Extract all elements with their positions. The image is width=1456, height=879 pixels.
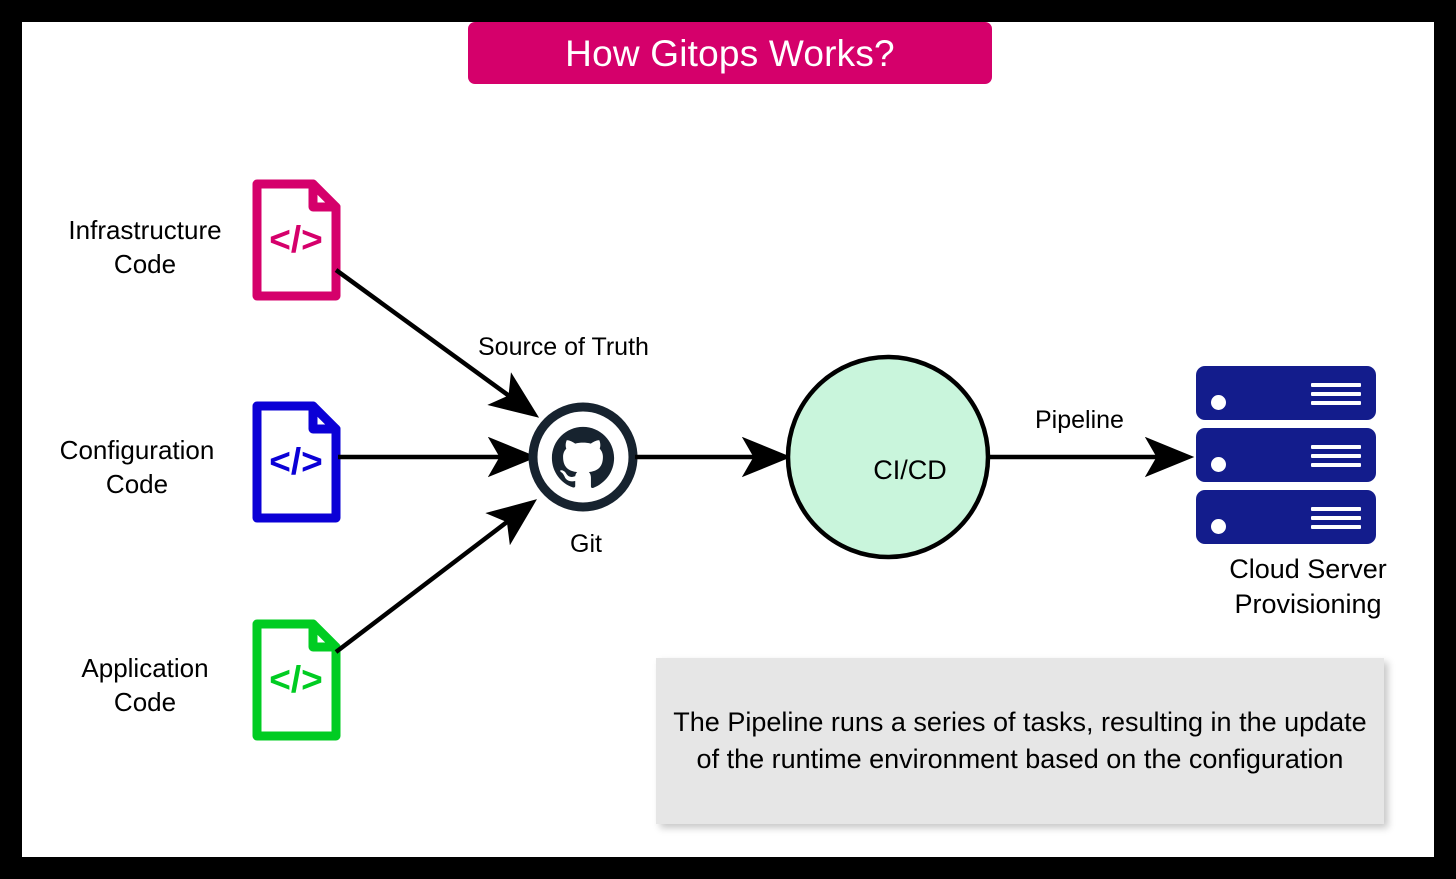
server-vent-icon xyxy=(1311,507,1361,529)
node-label-cicd: CI/CD xyxy=(873,455,947,485)
code-file-icon-application: </> xyxy=(252,619,341,741)
connector-label-source-of-truth: Source of Truth xyxy=(478,333,649,361)
server-unit xyxy=(1196,490,1376,544)
code-file-icon-configuration: </> xyxy=(252,401,341,523)
github-octocat-icon xyxy=(551,426,615,489)
server-rack-icon xyxy=(1196,366,1376,546)
connector-label-pipeline: Pipeline xyxy=(1035,406,1124,434)
server-vent-icon xyxy=(1311,445,1361,467)
server-led-icon xyxy=(1211,519,1226,534)
svg-text:</>: </> xyxy=(269,219,323,260)
slide-canvas: How Gitops Works? </> </> xyxy=(22,22,1434,857)
caption-box: The Pipeline runs a series of tasks, res… xyxy=(656,658,1384,824)
source-label-configuration: Configuration Code xyxy=(59,435,215,499)
page-title: How Gitops Works? xyxy=(565,32,895,74)
source-label-infrastructure: Infrastructure Code xyxy=(68,215,222,279)
code-file-icon-infrastructure: </> xyxy=(252,179,341,301)
server-unit xyxy=(1196,366,1376,420)
caption-text: The Pipeline runs a series of tasks, res… xyxy=(673,706,1367,774)
source-label-application: Application Code xyxy=(81,653,209,717)
git-node xyxy=(528,402,638,512)
node-label-cloud-server: Cloud Server Provisioning xyxy=(1229,554,1387,619)
svg-text:</>: </> xyxy=(269,659,323,700)
svg-text:</>: </> xyxy=(269,441,323,482)
server-led-icon xyxy=(1211,395,1226,410)
server-vent-icon xyxy=(1311,383,1361,405)
connector-application-to-git xyxy=(334,499,538,654)
server-led-icon xyxy=(1211,457,1226,472)
node-label-git: Git xyxy=(570,530,602,558)
server-unit xyxy=(1196,428,1376,482)
title-banner: How Gitops Works? xyxy=(468,22,992,84)
